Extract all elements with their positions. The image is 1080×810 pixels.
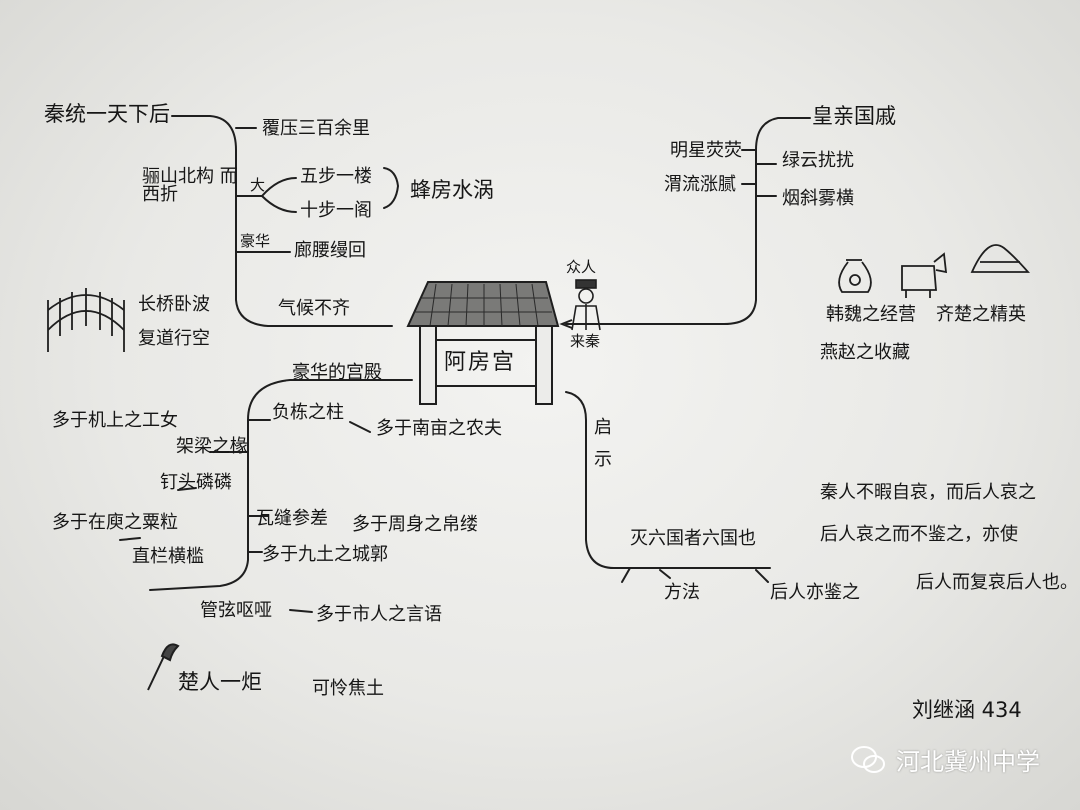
people-bottom: 来秦 [570,332,601,350]
tag-da: 大 [250,176,266,194]
watermark-text: 河北冀州中学 [896,749,1040,776]
item-guanxian: 管弦呕哑 [200,600,272,621]
item-lvyun: 绿云扰扰 [782,150,854,171]
item-yanxie: 烟斜雾横 [782,188,854,209]
center-title: 阿房宫 [444,350,517,375]
branch-top-right [565,117,811,325]
branch-bottom-right [565,391,771,569]
item-qinren: 秦人不暇自哀，而后人哀之 [820,482,1036,503]
item-gongnv: 多于机上之工女 [52,410,178,431]
item-mieliuguo: 灭六国者六国也 [630,528,756,549]
bridge-icon [47,288,125,352]
item-wafeng: 瓦缝参差 [256,508,328,529]
item-weiliu: 渭流涨腻 [664,174,736,195]
item-burenjian: 后人哀之而不鉴之，亦使 [820,524,1018,545]
wechat-icon [851,745,885,773]
vertical-qishi: 启示 [594,417,612,471]
building-icon [406,281,560,405]
item-chengguo: 多于九土之城郭 [262,544,388,565]
cow-icon [901,252,948,298]
item-changqiao: 长桥卧波 [138,294,210,315]
item-fudong: 负栋之柱 [272,402,344,423]
treasure-yanzhao: 燕赵之收藏 [820,342,910,363]
torch-icon [147,643,180,691]
item-jiaotu: 可怜焦土 [312,678,384,699]
item-fangfa: 方法 [664,582,700,603]
item-fengfang: 蜂房水涡 [410,178,494,202]
treasure-qichu: 齐楚之精英 [936,304,1026,325]
item-yanyu: 多于市人之言语 [316,604,442,625]
item-qihou: 气候不齐 [278,298,350,319]
branch-top-left [171,115,393,327]
item-fuya: 覆压三百余里 [262,118,370,139]
item-wubu: 五步一楼 [300,166,372,187]
person-icon [571,279,601,331]
item-fuaihouren: 后人而复哀后人也。 [916,572,1078,593]
mountain-icon [970,244,1030,273]
item-churen: 楚人一炬 [178,670,262,694]
branch-side-label: 骊山北构 而西折 [142,166,238,205]
signature: 刘继涵 434 [912,698,1022,722]
item-dingtou: 钉头磷磷 [160,472,232,493]
item-jialiang: 架梁之椽 [176,436,248,457]
item-nanmu: 多于南亩之农夫 [376,418,502,439]
item-houren: 后人亦鉴之 [770,582,860,603]
money-bag-icon [838,259,872,293]
item-suli: 多于在庾之粟粒 [52,512,178,533]
people-top: 众人 [566,258,597,276]
treasure-hanwei: 韩魏之经营 [826,304,916,325]
top-right-title: 皇亲国戚 [812,104,896,128]
item-shibu: 十步一阁 [300,200,372,221]
tag-haohua: 豪华 [240,232,271,250]
item-mingxing: 明星荧荧 [670,140,742,161]
item-bolv: 多于周身之帛缕 [352,514,478,535]
top-left-title: 秦统一天下后 [44,102,170,126]
item-zhilan: 直栏横槛 [132,546,204,567]
item-langyao: 廊腰缦回 [294,240,366,261]
bottom-left-title: 豪华的宫殿 [292,362,382,383]
watermark: 河北冀州中学 [850,742,1040,777]
item-fudao: 复道行空 [138,328,210,349]
